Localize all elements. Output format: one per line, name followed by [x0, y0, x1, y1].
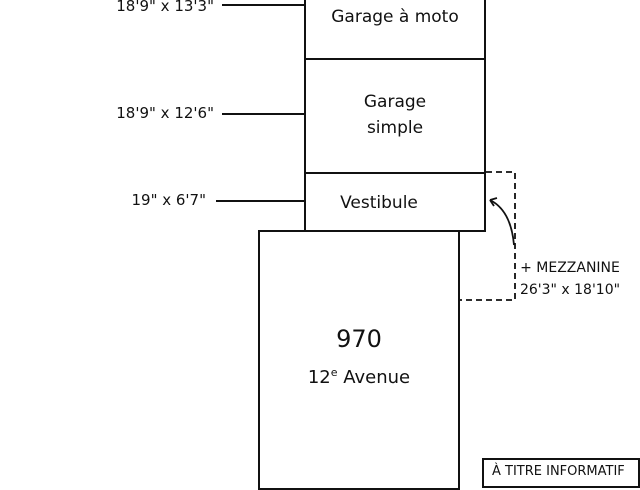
- room-garage-simple-line1: Garage: [363, 92, 427, 112]
- main-building: [258, 230, 460, 490]
- room-garage-moto-label: Garage à moto: [331, 7, 459, 27]
- arrow-head-icon: [489, 197, 498, 207]
- mezzanine-note: + MEZZANINE 26'3" x 18'10": [510, 257, 630, 301]
- room-garage-moto-dims: 18'9" x 13'3": [116, 0, 214, 15]
- dim-line-garage-moto: [222, 4, 304, 6]
- mezzanine-title: + MEZZANINE: [520, 260, 620, 276]
- floor-plan: Garage à moto 18'9" x 13'3" Garage simpl…: [116, 0, 640, 490]
- street-name: Avenue: [337, 367, 411, 388]
- room-vestibule: [304, 172, 486, 232]
- address-number: 970: [336, 325, 382, 353]
- room-garage-simple: [304, 58, 486, 174]
- address-street: 12e Avenue: [258, 360, 460, 391]
- room-vestibule-dims: 19" x 6'7": [131, 191, 206, 209]
- street-number: 12: [307, 367, 331, 388]
- room-vestibule-label: Vestibule: [340, 193, 418, 213]
- disclaimer-badge: À TITRE INFORMATIF: [482, 458, 640, 488]
- room-garage-simple-dims: 18'9" x 12'6": [116, 104, 214, 122]
- mezzanine-arrow-icon: [489, 199, 515, 246]
- room-garage-simple-line2: simple: [366, 118, 424, 138]
- dim-line-garage-simple: [222, 113, 304, 115]
- room-garage-simple-label: Garage simple: [304, 89, 486, 141]
- mezzanine-outline: [460, 171, 516, 301]
- dim-line-vestibule: [216, 200, 304, 202]
- street-suffix: e: [330, 366, 338, 379]
- mezzanine-dims: 26'3" x 18'10": [519, 282, 621, 298]
